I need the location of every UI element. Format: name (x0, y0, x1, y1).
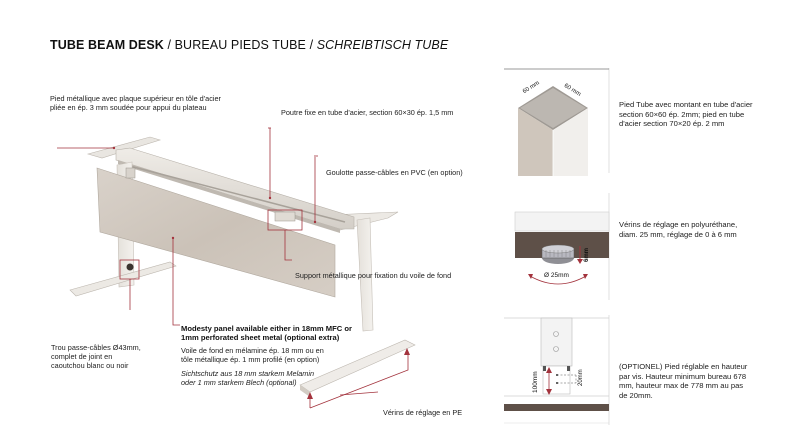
title-de: SCHREIBTISCH TUBE (316, 38, 449, 52)
height-adjust-detail (504, 317, 609, 424)
title-en: TUBE BEAM DESK (50, 38, 164, 52)
callout-modesty-panel-en: Modesty panel available either in 18mm M… (181, 324, 352, 342)
callout-levelers: Vérins de réglage en PE (383, 408, 463, 417)
dim-label-travel: 6mm (584, 247, 590, 262)
callout-cable-hole: Trou passe-câbles Ø43mm, complet de join… (51, 343, 141, 370)
title-fr: BUREAU PIEDS TUBE (174, 38, 306, 52)
callout-modesty-panel-de: Sichtschutz aus 18 mm starkem Melamin od… (181, 369, 315, 387)
callout-beam: Poutre fixe en tube d'acier, section 60×… (281, 108, 454, 117)
detail-text-height-adjust: (OPTIONEL) Pied réglable en hauteur par … (619, 362, 748, 400)
callout-cable-tray: Goulotte passe-câbles en PVC (en option) (326, 168, 463, 177)
callout-lines (57, 127, 409, 409)
page-title: TUBE BEAM DESK / BUREAU PIEDS TUBE / SCH… (50, 38, 448, 52)
callout-support-bracket: Support métallique pour fixation du voil… (295, 271, 452, 280)
dim-label-diameter: Ø 25mm (544, 272, 569, 279)
leveler-detail (514, 211, 610, 285)
dim-label-height-range: 100mm (532, 371, 539, 393)
title-separator: / (163, 38, 175, 52)
callout-modesty-panel-fr: Voile de fond en mélamine ép. 18 mm ou e… (181, 346, 324, 364)
callout-top-plate: Pied métallique avec plaque supérieur en… (50, 94, 221, 112)
dim-label-step: 20mm (578, 369, 584, 386)
tube-leg-detail (518, 86, 588, 176)
detail-text-leveler: Vérins de réglage en polyuréthane, diam.… (619, 220, 738, 239)
title-separator: / (306, 38, 317, 52)
detail-text-tube-leg: Pied Tube avec montant en tube d'acier s… (619, 100, 753, 128)
